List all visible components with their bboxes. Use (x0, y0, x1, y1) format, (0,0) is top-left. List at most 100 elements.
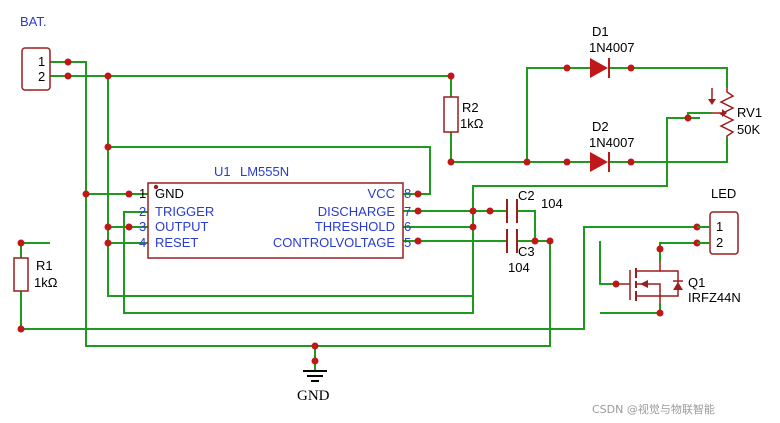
rv1-value: 50K (737, 122, 760, 137)
c2-value: 104 (541, 196, 563, 211)
junction (627, 64, 635, 72)
led-connector: LED 1 2 (697, 186, 739, 255)
rv1-wiper-arrow (722, 109, 727, 117)
battery-body (21, 47, 51, 91)
ic-body (147, 182, 404, 259)
junction (563, 64, 571, 72)
junction (469, 207, 477, 215)
junction (563, 158, 571, 166)
d2-ref: D2 (592, 119, 609, 134)
r1-value: 1kΩ (34, 275, 58, 290)
diode-d1: D1 1N4007 (589, 24, 635, 78)
r1-ref: R1 (36, 258, 53, 273)
junction (486, 207, 494, 215)
r2-body (443, 96, 459, 133)
ic-pin-name: RESET (155, 235, 198, 250)
junction (414, 207, 422, 215)
junction (104, 239, 112, 247)
ground-label: GND (297, 388, 330, 404)
rv1-body (719, 88, 735, 138)
wire-source (600, 303, 661, 314)
capacitor-c3: C3 104 (506, 229, 535, 275)
wire-r1-bottom (20, 226, 700, 330)
wire-drain (659, 242, 700, 262)
junction (523, 158, 531, 166)
q1-part: IRFZ44N (688, 290, 741, 305)
junction (656, 245, 664, 253)
wire-bat2-vcc (50, 75, 452, 97)
r1-body (13, 257, 29, 292)
junction (17, 239, 25, 247)
ic-pin-name: GND (155, 186, 184, 201)
battery-pin-1: 1 (38, 54, 45, 69)
junction (469, 223, 477, 231)
q1-body-diode-wire (660, 270, 679, 297)
led-title: LED (711, 186, 736, 201)
ic-pin-name: VCC (368, 186, 395, 201)
junction (414, 237, 422, 245)
pin1-marker (153, 184, 159, 190)
junction (104, 72, 112, 80)
r2-ref: R2 (462, 100, 479, 115)
ic-pin-name: CONTROLVOLTAGE (273, 235, 395, 250)
junction (64, 72, 72, 80)
resistor-r1: R1 1kΩ (13, 257, 58, 292)
c3-value: 104 (508, 260, 530, 275)
led-pin-2: 2 (716, 235, 723, 250)
junction (531, 237, 539, 245)
q1-source (636, 295, 661, 303)
ic-pin-num: 5 (404, 235, 411, 250)
capacitor-c2: C2 104 (506, 188, 563, 223)
junction (125, 190, 133, 198)
d1-ref: D1 (592, 24, 609, 39)
d2-body (590, 152, 608, 172)
c2-ref: C2 (518, 188, 535, 203)
q1-body-diode (673, 282, 683, 290)
d1-part: 1N4007 (589, 40, 635, 55)
ic-pin-name: DISCHARGE (318, 204, 396, 219)
led-body (709, 211, 739, 255)
potentiometer-rv1: RV1 50K (708, 88, 762, 138)
junction (125, 223, 133, 231)
wire-r2-d2 (450, 132, 567, 163)
rv1-adjust-arrow (708, 99, 716, 105)
q1-ref: Q1 (688, 275, 705, 290)
wire-gate (599, 241, 616, 285)
resistor-r2: R2 1kΩ (443, 96, 484, 133)
mosfet-q1: Q1 IRFZ44N (616, 262, 741, 305)
battery-pin-2: 2 (38, 69, 45, 84)
junction (447, 72, 455, 80)
wire-d1-out (610, 67, 728, 88)
ic-pin-num: 1 (139, 186, 146, 201)
wire-d2-out (610, 138, 728, 163)
ground-symbol: GND (297, 370, 330, 404)
ic-ref: U1 (214, 164, 231, 179)
ic-pin-num: 2 (139, 204, 146, 219)
watermark: CSDN @视觉与物联智能 (592, 402, 715, 416)
ic-pin-name: OUTPUT (155, 219, 209, 234)
junction (64, 58, 72, 66)
junction (546, 237, 554, 245)
wire-d1-in (526, 67, 590, 162)
c3-ref: C3 (518, 244, 535, 259)
junction (104, 143, 112, 151)
wire-c2-right (517, 210, 536, 241)
rv1-ref: RV1 (737, 105, 762, 120)
junction (311, 357, 319, 365)
ic-lm555: U1 LM555N 1 GND 2 TRIGGER 3 OUTPUT 4 RES… (139, 164, 411, 259)
junction (311, 342, 319, 350)
junction (414, 190, 422, 198)
battery-connector: BAT. 1 2 (20, 14, 51, 91)
r2-value: 1kΩ (460, 116, 484, 131)
d2-part: 1N4007 (589, 135, 635, 150)
q1-drain (636, 262, 661, 272)
wire-bat1-gnd (50, 61, 315, 347)
wire-c3-gnd (315, 240, 551, 347)
d1-body (590, 58, 608, 78)
ic-pin-name: THRESHOLD (315, 219, 395, 234)
junction (656, 309, 664, 317)
wire-trigger (123, 211, 474, 314)
junction (104, 223, 112, 231)
ic-pin-num: 6 (404, 219, 411, 234)
